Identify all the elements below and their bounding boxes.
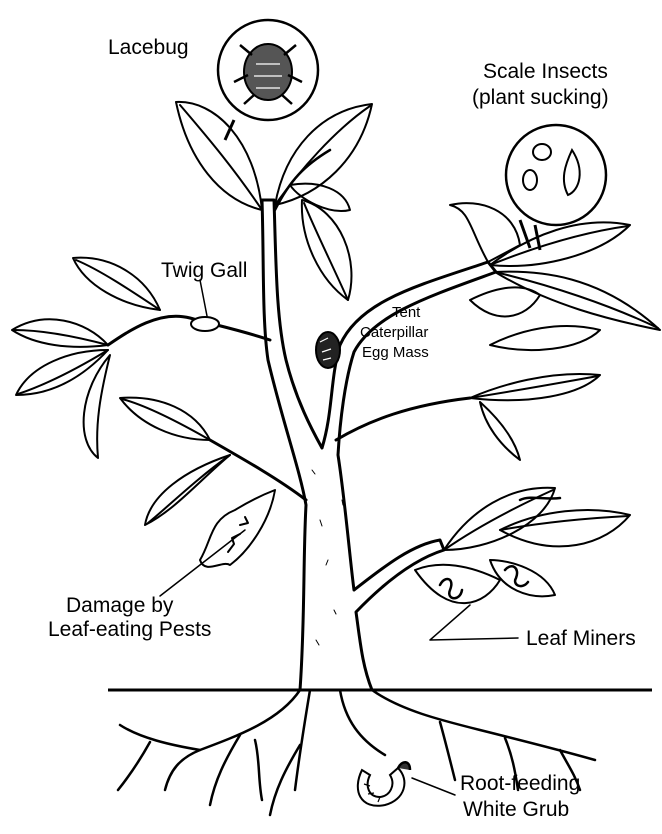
trunk bbox=[262, 200, 496, 690]
label-scale-insects-2: (plant sucking) bbox=[472, 86, 609, 109]
label-lacebug: Lacebug bbox=[108, 36, 189, 59]
label-grub-2: White Grub bbox=[463, 798, 569, 821]
label-damage-2: Leaf-eating Pests bbox=[48, 618, 211, 641]
white-grub-icon bbox=[358, 762, 410, 806]
label-tent-2: Caterpillar bbox=[360, 324, 428, 341]
scale-insects-callout bbox=[506, 125, 606, 250]
label-tent-1: Tent bbox=[392, 304, 421, 321]
lacebug-callout bbox=[218, 20, 318, 140]
label-twig-gall: Twig Gall bbox=[161, 259, 247, 282]
tent-caterpillar-egg-mass bbox=[316, 332, 340, 368]
label-scale-insects-1: Scale Insects bbox=[483, 60, 608, 83]
twig-gall bbox=[191, 317, 219, 331]
label-tent-3: Egg Mass bbox=[362, 344, 429, 361]
trunk-texture bbox=[312, 470, 343, 645]
branch-left-upper bbox=[108, 316, 270, 345]
roots bbox=[118, 690, 595, 815]
branch-right-lower bbox=[336, 398, 470, 440]
label-damage-1: Damage by bbox=[66, 594, 174, 617]
label-grub-1: Root-feeding bbox=[460, 772, 580, 795]
label-leaf-miners: Leaf Miners bbox=[526, 627, 636, 650]
